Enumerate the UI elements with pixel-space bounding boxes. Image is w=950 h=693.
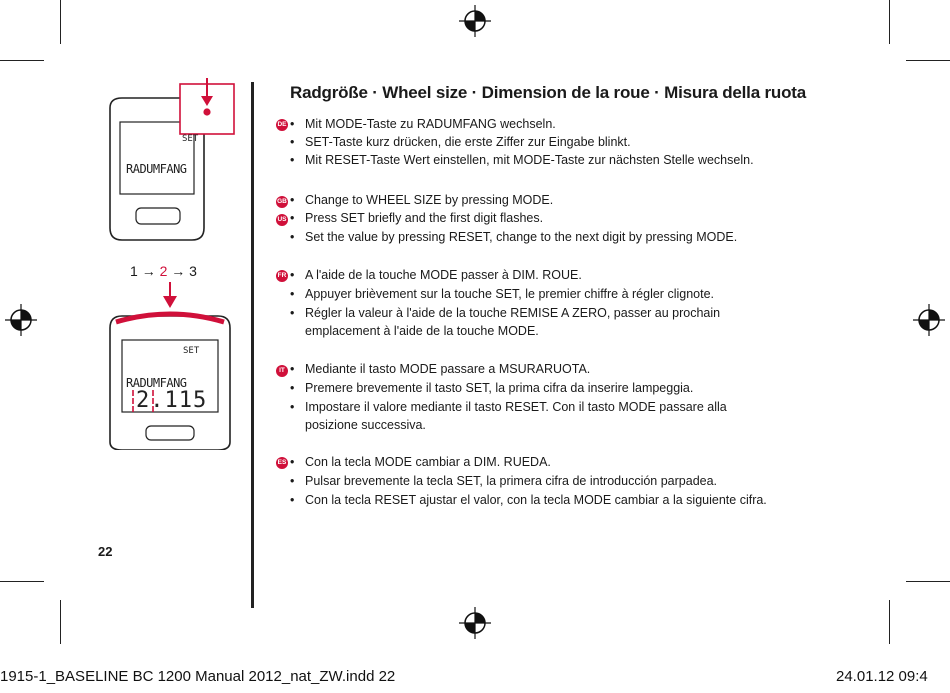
device-bottom-digits: 2.115 [136, 388, 208, 413]
bullet: • [290, 474, 295, 488]
bullet: • [290, 493, 295, 507]
bullet: • [290, 153, 295, 167]
bullet: • [290, 400, 295, 414]
arrow-right-icon: → [171, 263, 186, 279]
crop-mark [906, 581, 950, 582]
registration-mark-icon [5, 304, 37, 336]
bullet: • [290, 211, 295, 225]
arrow-right-icon: → [141, 263, 156, 279]
instruction-line: Mediante il tasto MODE passare a MSURARU… [305, 362, 591, 376]
device-bottom-illustration [109, 282, 231, 450]
registration-mark-icon [459, 607, 491, 639]
instruction-line: Impostare il valore mediante il tasto RE… [305, 400, 727, 414]
instruction-line: SET-Taste kurz drücken, die erste Ziffer… [305, 135, 631, 149]
instruction-line: A l'aide de la touche MODE passer à DIM.… [305, 268, 582, 282]
instruction-line: Mit MODE-Taste zu RADUMFANG wechseln. [305, 117, 556, 131]
bullet: • [290, 193, 295, 207]
device-bottom-display-text: RADUMFANG [126, 376, 187, 390]
instruction-line: Con la tecla MODE cambiar a DIM. RUEDA. [305, 455, 551, 469]
language-badge-de: DE [276, 119, 288, 131]
sequence-step-3: 3 [189, 263, 197, 279]
bullet: • [290, 230, 295, 244]
instruction-line: Mit RESET-Taste Wert einstellen, mit MOD… [305, 153, 754, 167]
sequence-step-2: 2 [159, 263, 168, 279]
device-top-set-label: SET [182, 134, 199, 144]
sequence-indicator: 1 → 2 → 3 [130, 263, 197, 279]
device-top-illustration [109, 78, 235, 241]
registration-mark-icon [913, 304, 945, 336]
instruction-line: Appuyer brièvement sur la touche SET, le… [305, 287, 714, 301]
instruction-line: Change to WHEEL SIZE by pressing MODE. [305, 193, 554, 207]
instruction-line: Press SET briefly and the first digit fl… [305, 211, 544, 225]
crop-mark [0, 581, 44, 582]
bullet: • [290, 362, 295, 376]
crop-mark [889, 600, 890, 644]
slug-date: 24.01.12 09:4 [836, 668, 928, 685]
bullet: • [290, 135, 295, 149]
sequence-step-1: 1 [130, 263, 138, 279]
registration-mark-icon [459, 5, 491, 37]
flashing-digit-highlight [132, 390, 154, 412]
bullet: • [290, 117, 295, 131]
crop-mark [889, 0, 890, 44]
language-badge-it: IT [276, 365, 288, 377]
page-number: 22 [98, 544, 113, 559]
instruction-line: Régler la valeur à l'aide de la touche R… [305, 306, 721, 320]
slug-filename: 1915-1_BASELINE BC 1200 Manual 2012_nat_… [0, 668, 396, 685]
language-badge-fr: FR [276, 270, 288, 282]
bullet: • [290, 268, 295, 282]
bullet: • [290, 455, 295, 469]
language-badge-es: ES [276, 457, 288, 469]
crop-mark [906, 60, 950, 61]
instruction-line: Pulsar brevemente la tecla SET, la prime… [305, 474, 718, 488]
device-top-display-text: RADUMFANG [126, 162, 187, 176]
bullet: • [290, 381, 295, 395]
language-badge-gb: GB [276, 196, 288, 208]
instruction-line: Premere brevemente il tasto SET, la prim… [305, 381, 694, 395]
instruction-line: Con la tecla RESET ajustar el valor, con… [305, 493, 767, 507]
crop-mark [60, 0, 61, 44]
page-title: Radgröße · Wheel size · Dimension de la … [290, 83, 806, 102]
column-divider [251, 82, 254, 608]
language-badge-us: US [276, 214, 288, 226]
bullet: • [290, 287, 295, 301]
instruction-line-continued: posizione successiva. [305, 418, 426, 432]
device-bottom-set-label: SET [183, 346, 200, 356]
instruction-line: Set the value by pressing RESET, change … [305, 230, 738, 244]
bullet: • [290, 306, 295, 320]
crop-mark [0, 60, 44, 61]
instruction-line-continued: emplacement à l'aide de la touche MODE. [305, 324, 539, 338]
crop-mark [60, 600, 61, 644]
